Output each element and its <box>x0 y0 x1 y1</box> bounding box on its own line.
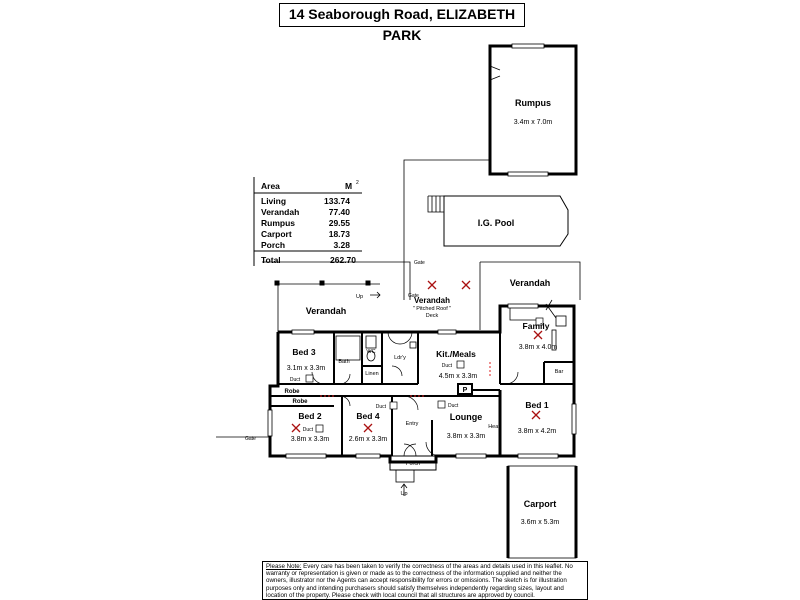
room-rumpus-size: 3.4m x 7.0m <box>514 119 553 126</box>
rumpus-walls <box>488 44 578 176</box>
area-row-value: 77.40 <box>329 207 351 217</box>
area-total-value: 262.70 <box>330 255 356 265</box>
area-header-label: Area <box>261 181 280 191</box>
area-row-label: Living <box>261 196 286 206</box>
room-bed4-size: 2.6m x 3.3m <box>349 436 388 443</box>
room-bed2-name: Bed 2 <box>298 411 321 421</box>
area-total-label: Total <box>261 255 281 265</box>
up-label: Up <box>356 294 363 300</box>
room-verandah-right-name: Verandah <box>510 278 551 288</box>
room-verandah-center-sub2: Deck <box>426 313 439 319</box>
room-entry-name: Entry <box>406 421 419 427</box>
room-bed3-name: Bed 3 <box>292 347 315 357</box>
room-kit-name: Kit./Meals <box>436 349 476 359</box>
room-bed1-size: 3.8m x 4.2m <box>518 428 557 435</box>
heat-label: Heat <box>488 424 500 430</box>
room-kit-size: 4.5m x 3.3m <box>439 373 478 380</box>
room-lounge-name: Lounge <box>450 412 483 422</box>
room-bed4-name: Bed 4 <box>356 411 379 421</box>
room-family-name: Family <box>523 321 550 331</box>
area-header-unit: M <box>345 181 352 191</box>
room-bed3-size: 3.1m x 3.3m <box>287 365 326 372</box>
area-row-label: Rumpus <box>261 218 295 228</box>
duct-label: Duct <box>303 427 314 433</box>
area-row-label: Porch <box>261 240 285 250</box>
area-header-sup: 2 <box>356 180 359 186</box>
plan-title: 14 Seaborough Road, ELIZABETH PARK <box>279 3 525 43</box>
room-rumpus-name: Rumpus <box>515 98 551 108</box>
pool-outline <box>443 195 569 247</box>
area-row-label: Verandah <box>261 207 299 217</box>
room-family-size: 3.8m x 4.0m <box>519 344 558 351</box>
area-row-value: 3.28 <box>333 240 350 250</box>
pantry-label: P <box>463 387 468 394</box>
duct-label: Duct <box>376 404 387 410</box>
carport-outline <box>507 465 577 559</box>
verandah-left-outline <box>277 283 380 332</box>
gate-label: Gate <box>245 436 256 442</box>
room-linen-name: Linen <box>365 371 378 377</box>
area-row-value: 133.74 <box>324 196 350 206</box>
disclaimer-note: Please Note: Every care has been taken t… <box>262 561 588 600</box>
area-row-value: 18.73 <box>329 229 351 239</box>
duct-label: Duct <box>442 363 453 369</box>
room-carport-name: Carport <box>524 499 557 509</box>
room-verandah-left-name: Verandah <box>306 306 347 316</box>
room-bath-name: Bath <box>338 359 349 365</box>
area-row-value: 29.55 <box>329 218 351 228</box>
pool-name: I.G. Pool <box>478 218 515 228</box>
room-verandah-center-sub1: " Pitched Roof " <box>413 306 451 312</box>
room-robe2-name: Robe <box>293 399 309 405</box>
room-bed2-size: 3.8m x 3.3m <box>291 436 330 443</box>
room-porch-name: Porch <box>406 461 420 467</box>
disclaimer-heading: Please Note: <box>266 563 302 570</box>
duct-label: Duct <box>448 403 459 409</box>
up-label: Up <box>400 491 407 497</box>
room-robe1-name: Robe <box>285 389 301 395</box>
room-lounge-size: 3.8m x 3.3m <box>447 433 486 440</box>
gate-label: Gate <box>408 293 419 299</box>
duct-label: Duct <box>290 377 301 383</box>
room-verandah-center-name: Verandah <box>414 296 450 305</box>
room-wc-name: WC <box>366 349 375 355</box>
room-ldry-name: Ldr'y <box>394 355 406 361</box>
area-row-label: Carport <box>261 229 292 239</box>
disclaimer-text: Every care has been taken to verify the … <box>266 563 573 599</box>
room-carport-size: 3.6m x 5.3m <box>521 519 560 526</box>
gate-label: Gate <box>414 260 425 266</box>
room-bar-name: Bar <box>555 369 564 375</box>
room-bed1-name: Bed 1 <box>525 400 548 410</box>
